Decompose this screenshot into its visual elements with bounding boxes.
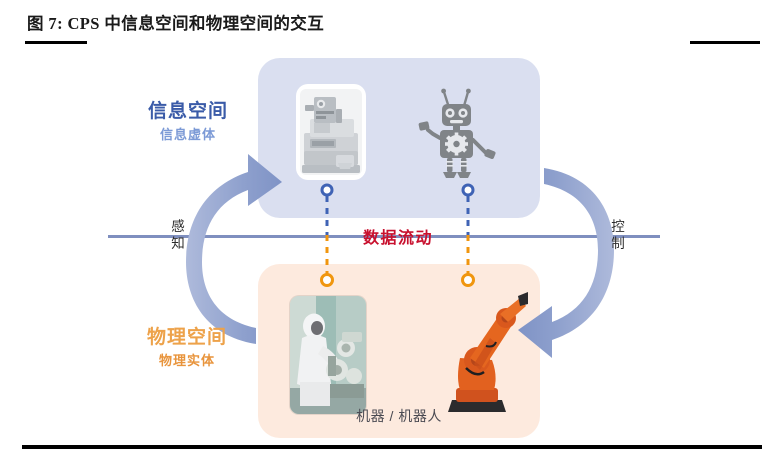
page-title: 图 7: CPS 中信息空间和物理空间的交互 [27, 14, 325, 33]
title-rule-left [25, 41, 87, 44]
sense-label: 感 知 [168, 218, 188, 252]
control-label-char-1: 控 [611, 219, 625, 234]
sense-label-char-2: 知 [171, 236, 185, 251]
cleanroom-worker-photo [290, 296, 366, 414]
cnc-machine-photo [300, 89, 362, 175]
cyber-space-subtitle: 信息虚体 [159, 126, 216, 142]
control-label-char-2: 制 [611, 236, 625, 251]
physical-space-subtitle: 物理实体 [158, 352, 215, 368]
control-label: 控 制 [608, 218, 628, 252]
sense-label-char-1: 感 [171, 219, 185, 234]
physical-space-title: 物理空间 [146, 327, 227, 348]
cyber-space-label: 信息空间 信息虚体 [118, 100, 258, 143]
cnc-machine-card [296, 84, 366, 180]
title-rule-right [690, 41, 760, 44]
bottom-rule [22, 445, 762, 449]
robot-icon [415, 86, 499, 180]
cyber-physical-divider-line [108, 235, 660, 238]
machines-caption: 机器 / 机器人 [356, 408, 442, 424]
physical-space-label: 物理空间 物理实体 [112, 326, 262, 369]
data-flow-label: 数据流动 [363, 230, 434, 247]
industrial-robot-arm-photo [430, 288, 528, 420]
cps-interaction-diagram: 信息空间 信息虚体 物理空间 物理实体 感 知 控 制 数据流动 机器 / 机器… [0, 48, 784, 440]
cyber-space-title: 信息空间 [147, 101, 228, 122]
